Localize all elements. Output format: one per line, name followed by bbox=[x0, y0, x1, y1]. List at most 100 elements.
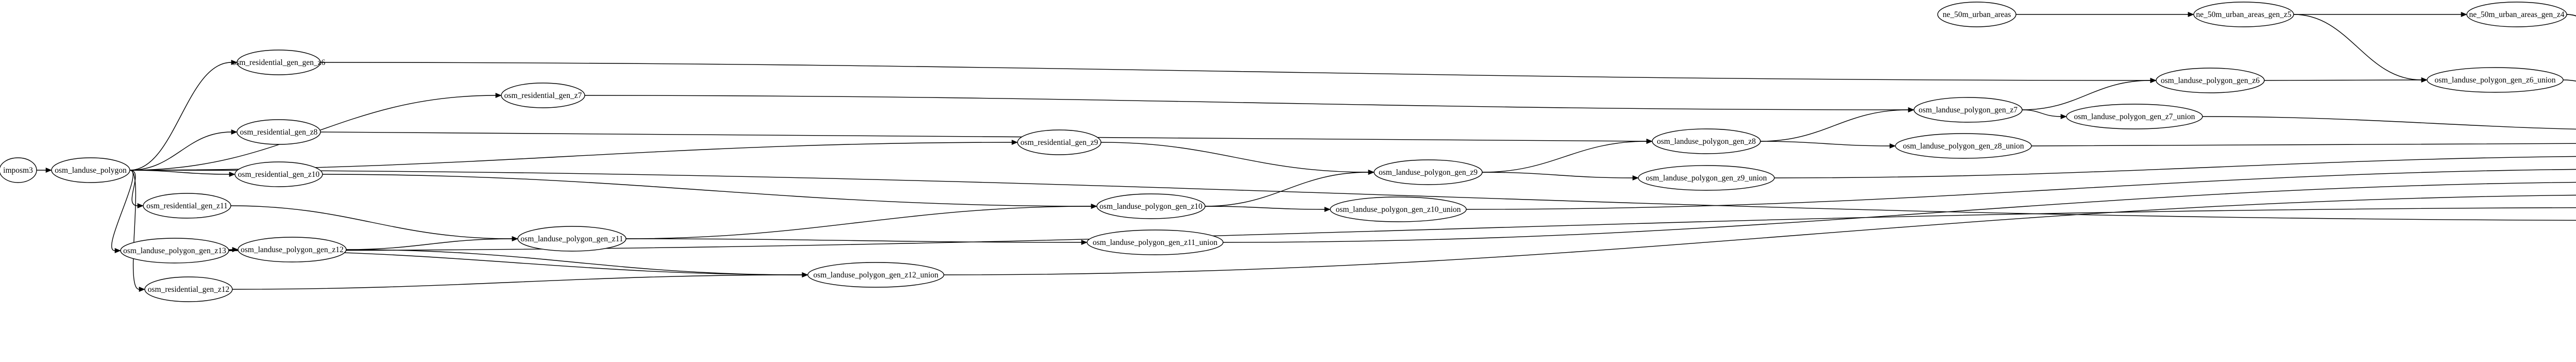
node-label: osm_landuse_polygon_gen_z13 bbox=[123, 246, 226, 255]
node-label: osm_residential_gen_z7 bbox=[504, 91, 582, 100]
node-ellipse bbox=[501, 83, 585, 108]
graph-node-osm_landuse_polygon_gen_z8_union[interactable]: osm_landuse_polygon_gen_z8_union bbox=[1895, 133, 2032, 159]
graph-edge bbox=[346, 249, 803, 275]
graph-node-osm_landuse_polygon_gen_z6[interactable]: osm_landuse_polygon_gen_z6 bbox=[2156, 68, 2265, 93]
graph-node-osm_landuse_polygon_gen_z7_union[interactable]: osm_landuse_polygon_gen_z7_union bbox=[2066, 104, 2203, 129]
graph-node-osm_landuse_polygon_gen_z11[interactable]: osm_landuse_polygon_gen_z11 bbox=[517, 226, 626, 252]
node-label: ne_50m_urban_areas_gen_z5 bbox=[2196, 10, 2291, 19]
graph-node-osm_residential_gen_z8[interactable]: osm_residential_gen_z8 bbox=[236, 119, 321, 145]
graph-edge bbox=[1774, 156, 2576, 178]
node-label: osm_landuse_polygon_gen_z6 bbox=[2161, 76, 2260, 85]
graph-edge bbox=[625, 238, 1082, 243]
graph-node-imposm3[interactable]: imposm3 bbox=[0, 157, 37, 183]
node-ellipse bbox=[1895, 133, 2032, 159]
graph-node-osm_landuse_polygon_gen_z10[interactable]: osm_landuse_polygon_gen_z10 bbox=[1096, 193, 1206, 219]
node-ellipse bbox=[234, 161, 323, 187]
node-label: osm_landuse_polygon_gen_z9_union bbox=[1646, 174, 1767, 183]
graph-node-ne_50m_urban_areas_gen_z5[interactable]: ne_50m_urban_areas_gen_z5 bbox=[2193, 2, 2294, 27]
graph-node-osm_landuse_polygon_gen_z13[interactable]: osm_landuse_polygon_gen_z13 bbox=[120, 238, 229, 264]
edge-arrowhead bbox=[114, 248, 121, 254]
edge-arrowhead bbox=[802, 272, 808, 278]
edge-arrowhead bbox=[232, 246, 239, 253]
graph-node-osm_residential_gen_z9[interactable]: osm_residential_gen_z9 bbox=[1017, 129, 1101, 155]
node-label: osm_landuse_polygon_gen_z10 bbox=[1099, 202, 1202, 211]
graph-edge bbox=[346, 238, 513, 250]
edge-arrowhead bbox=[1646, 138, 1653, 144]
node-ellipse bbox=[2466, 2, 2567, 27]
node-label: osm_landuse_polygon_gen_z12 bbox=[241, 245, 344, 254]
edge-arrowhead bbox=[45, 167, 52, 173]
graph-edge bbox=[1482, 141, 1647, 173]
graph-edge bbox=[129, 131, 232, 171]
graph-node-osm_landuse_polygon_gen_z12[interactable]: osm_landuse_polygon_gen_z12 bbox=[238, 237, 347, 262]
edge-arrowhead bbox=[229, 171, 235, 177]
graph-edge bbox=[1223, 182, 2576, 243]
graph-node-osm_residential_gen_z6[interactable]: osm_residential_gen_gen_z6 bbox=[232, 50, 326, 75]
graph-edge bbox=[322, 174, 1092, 207]
graph-edge bbox=[129, 170, 230, 175]
node-ellipse bbox=[236, 119, 321, 145]
node-label: osm_landuse_polygon_gen_z10_union bbox=[1336, 205, 1461, 214]
node-ellipse bbox=[1374, 159, 1483, 185]
graph-node-osm_landuse_polygon_gen_z10_union[interactable]: osm_landuse_polygon_gen_z10_union bbox=[1330, 196, 1467, 222]
graph-node-osm_landuse_polygon_gen_z7[interactable]: osm_landuse_polygon_gen_z7 bbox=[1913, 97, 2023, 123]
node-ellipse bbox=[0, 157, 37, 183]
graph-edge bbox=[1100, 142, 1369, 173]
graph-edge bbox=[111, 170, 133, 251]
graph-node-osm_landuse_polygon_gen_z12_union[interactable]: osm_landuse_polygon_gen_z12_union bbox=[807, 262, 944, 288]
node-label: osm_landuse_polygon_gen_z11 bbox=[520, 235, 623, 243]
node-label: ne_50m_urban_areas_gen_z4 bbox=[2469, 10, 2564, 19]
node-label: osm_residential_gen_z10 bbox=[238, 170, 320, 179]
edge-arrowhead bbox=[139, 286, 145, 292]
graph-edge bbox=[2202, 116, 2576, 130]
node-ellipse bbox=[517, 226, 626, 252]
node-ellipse bbox=[2193, 2, 2294, 27]
edge-arrowhead bbox=[137, 203, 144, 209]
node-ellipse bbox=[120, 238, 229, 264]
edge-arrowhead bbox=[2461, 11, 2467, 18]
node-ellipse bbox=[1913, 97, 2023, 123]
graph-edge bbox=[943, 194, 2576, 275]
edge-layer bbox=[37, 11, 2576, 292]
edge-arrowhead bbox=[1889, 143, 1896, 149]
graph-node-osm_landuse_polygon[interactable]: osm_landuse_polygon bbox=[51, 157, 130, 183]
edge-arrowhead bbox=[2188, 11, 2194, 18]
node-label: imposm3 bbox=[3, 166, 33, 175]
edge-arrowhead bbox=[1368, 169, 1375, 175]
graph-edge bbox=[320, 131, 1647, 142]
node-label: osm_residential_gen_z9 bbox=[1021, 138, 1098, 147]
node-label: osm_residential_gen_z12 bbox=[148, 285, 229, 294]
graph-node-osm_landuse_polygon_gen_z8[interactable]: osm_landuse_polygon_gen_z8 bbox=[1652, 128, 1761, 154]
graph-node-osm_residential_gen_z7[interactable]: osm_residential_gen_z7 bbox=[501, 83, 585, 108]
edge-arrowhead bbox=[512, 236, 518, 242]
graph-node-osm_residential_gen_z11[interactable]: osm_residential_gen_z11 bbox=[143, 193, 231, 219]
graph-node-ne_50m_urban_areas_gen_z4[interactable]: ne_50m_urban_areas_gen_z4 bbox=[2466, 2, 2567, 27]
graph-node-ne_50m_urban_areas[interactable]: ne_50m_urban_areas bbox=[1937, 2, 2016, 27]
graph-node-osm_landuse_polygon_gen_z9_union[interactable]: osm_landuse_polygon_gen_z9_union bbox=[1638, 165, 1775, 191]
node-label: osm_landuse_polygon_gen_z6_union bbox=[2434, 76, 2555, 85]
graph-edge bbox=[129, 170, 140, 290]
graph-edge bbox=[1760, 109, 1909, 142]
graph-edge bbox=[1482, 172, 1633, 178]
edge-arrowhead bbox=[1011, 139, 1018, 145]
graph-edge bbox=[1760, 141, 1890, 146]
graph-node-osm_residential_gen_z10[interactable]: osm_residential_gen_z10 bbox=[234, 161, 323, 187]
graph-edge bbox=[129, 62, 232, 171]
graph-edge bbox=[2031, 143, 2576, 146]
graph-node-osm_landuse_polygon_gen_z9[interactable]: osm_landuse_polygon_gen_z9 bbox=[1374, 159, 1483, 185]
node-ellipse bbox=[1087, 229, 1224, 255]
graph-edge bbox=[129, 170, 138, 206]
graph-node-osm_residential_gen_z12[interactable]: osm_residential_gen_z12 bbox=[144, 276, 233, 302]
node-label: osm_landuse_polygon_gen_z9 bbox=[1379, 168, 1478, 177]
graph-node-osm_landuse_polygon_gen_z11_union[interactable]: osm_landuse_polygon_gen_z11_union bbox=[1087, 229, 1224, 255]
graph-node-osm_landuse_polygon_gen_z6_union[interactable]: osm_landuse_polygon_gen_z6_union bbox=[2427, 67, 2564, 93]
graph-edge bbox=[2566, 14, 2576, 17]
edge-arrowhead bbox=[1081, 239, 1088, 245]
edge-arrowhead bbox=[2150, 77, 2157, 84]
edge-arrowhead bbox=[1908, 107, 1914, 113]
graph-edge bbox=[1205, 172, 1369, 207]
graph-edge bbox=[625, 206, 1092, 239]
graph-edge bbox=[1466, 169, 2576, 210]
edge-arrowhead bbox=[231, 59, 238, 65]
